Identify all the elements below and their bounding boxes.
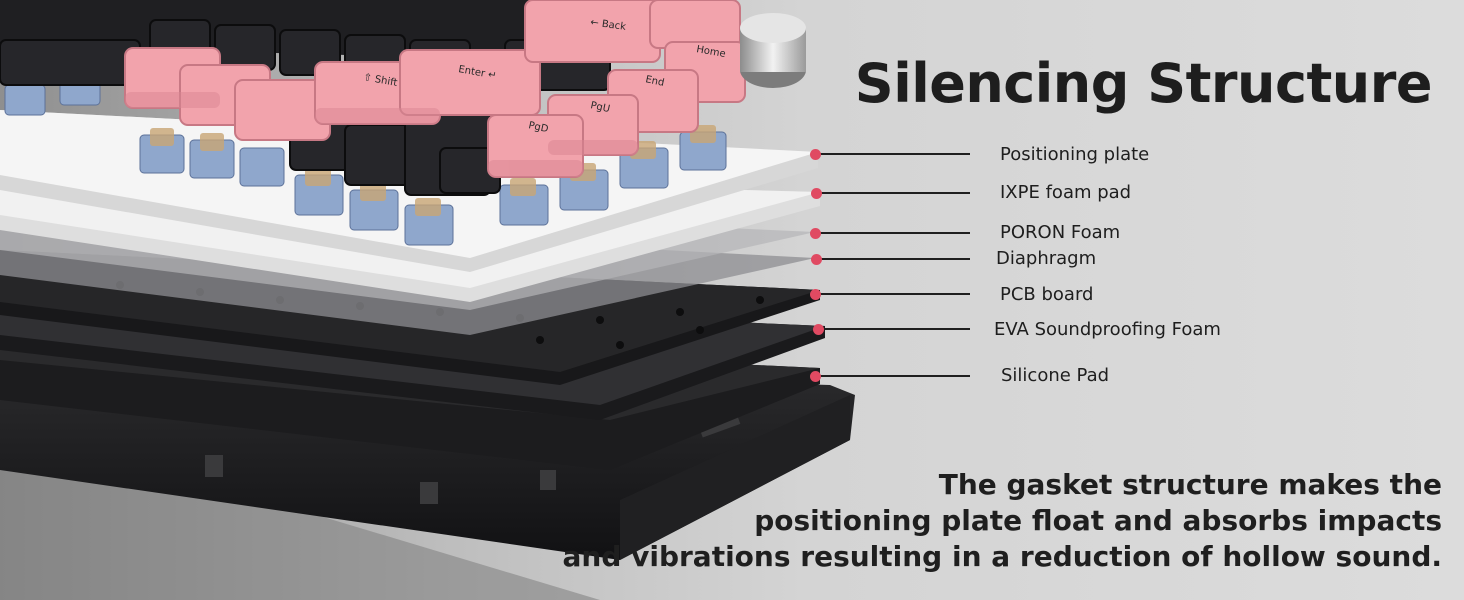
layer-label-diaphragm: Diaphragm — [996, 248, 1097, 269]
description-text: The gasket structure makes the positioni… — [542, 467, 1442, 575]
leader-dot — [810, 371, 821, 382]
leader-dot — [813, 324, 824, 335]
leader-line — [815, 153, 970, 155]
layer-label-ixpe-foam-pad: IXPE foam pad — [1000, 182, 1132, 203]
leader-dot — [811, 254, 822, 265]
pgup-key-legend: PgU — [589, 100, 611, 115]
description-line: The gasket structure makes the — [938, 468, 1442, 501]
leader-line — [816, 258, 970, 260]
home-key-legend: Home — [695, 44, 726, 60]
leader-dot — [810, 149, 821, 160]
layer-label-eva-soundproofing-foam: EVA Soundproofing Foam — [994, 319, 1221, 340]
page-title: Silencing Structure — [854, 52, 1433, 115]
keycaps — [0, 0, 806, 196]
end-key-legend: End — [644, 74, 665, 89]
keycap-legends: ← Back Home Enter ↵ ⇧ Shift End PgU PgD — [362, 17, 726, 135]
leader-line — [815, 232, 970, 234]
leader-line — [818, 328, 970, 330]
layer-label-poron-foam: PORON Foam — [1000, 222, 1121, 243]
layer-label-positioning-plate: Positioning plate — [1000, 144, 1150, 165]
leader-line — [816, 192, 970, 194]
leader-dot — [810, 228, 821, 239]
layer-label-silicone-pad: Silicone Pad — [1001, 365, 1110, 386]
leader-line — [815, 293, 970, 295]
leader-dot — [811, 188, 822, 199]
switches — [4, 74, 727, 246]
pgdn-key-legend: PgD — [527, 120, 549, 135]
layer-label-pcb-board: PCB board — [1000, 284, 1094, 305]
description-line: and vibrations resulting in a reduction … — [562, 540, 1442, 573]
leader-line — [815, 375, 970, 377]
description-line: positioning plate float and absorbs impa… — [754, 504, 1442, 537]
back-key-legend: ← Back — [590, 17, 627, 33]
leader-dot — [810, 289, 821, 300]
